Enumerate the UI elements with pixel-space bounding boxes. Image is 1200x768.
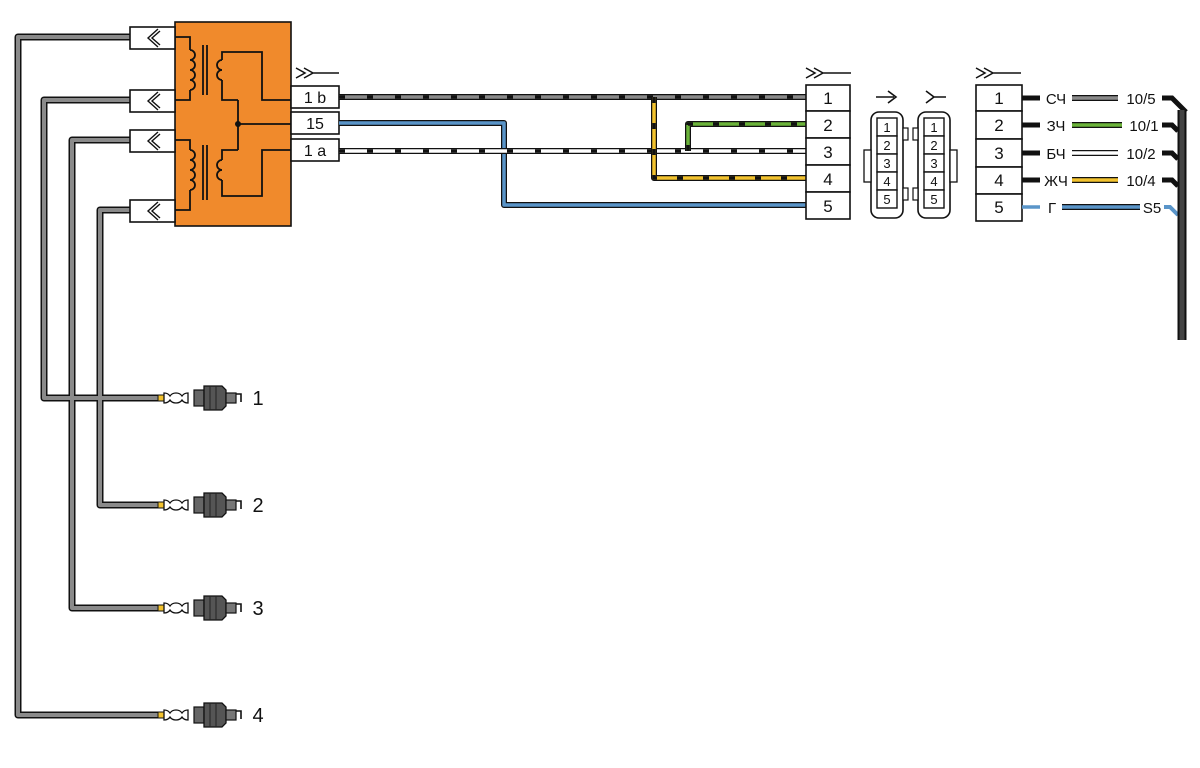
wire-color-labels: СЧ ЗЧ БЧ ЖЧ Г	[1044, 91, 1068, 217]
wire-color-label: ЗЧ	[1047, 118, 1066, 135]
lv-wires	[339, 94, 806, 208]
spark-plug-label: 3	[252, 598, 263, 620]
spark-plug-1	[157, 385, 242, 411]
coil-pin-15: 15	[306, 116, 324, 133]
coil-pin-1b: 1 b	[304, 90, 326, 107]
plug-female-pin-5: 5	[930, 192, 937, 207]
plug-male-pin-5: 5	[883, 192, 890, 207]
plug-female-pin-2: 2	[930, 138, 937, 153]
connector-b: 1 2 3 4 5	[975, 67, 1023, 222]
connector-arrow-icon	[975, 67, 1021, 79]
hv-leads-fill	[16, 35, 162, 717]
wire-destination-label: 10/1	[1129, 118, 1158, 135]
plug-male-pin-1: 1	[883, 120, 890, 135]
plug-male-pin-4: 4	[883, 174, 890, 189]
connector-b-pin-3: 3	[994, 144, 1003, 163]
connector-b-pin-2: 2	[994, 116, 1003, 135]
connector-a: 1 2 3 4 5	[805, 67, 851, 220]
spark-plug-label: 1	[252, 388, 263, 410]
wire-destination-label: 10/5	[1126, 91, 1155, 108]
coil-pin-1a: 1 a	[304, 143, 326, 160]
wire-color-label: БЧ	[1046, 146, 1065, 163]
spark-plug-label: 4	[252, 705, 263, 727]
spark-plug-2	[157, 492, 242, 518]
coil-connector: 1 b 15 1 a	[290, 67, 340, 162]
arrow-right-icon	[876, 90, 898, 104]
plug-female-pin-3: 3	[930, 156, 937, 171]
plug-female-pin-1: 1	[930, 120, 937, 135]
spark-plug-label: 2	[252, 495, 263, 517]
connector-b-pin-5: 5	[994, 198, 1003, 217]
wire-color-label: Г	[1048, 200, 1056, 217]
connector-a-pin-2: 2	[823, 116, 832, 135]
connector-b-pin-1: 1	[994, 89, 1003, 108]
wire-color-label: СЧ	[1046, 91, 1066, 108]
connector-arrow-icon	[295, 67, 339, 79]
connector-a-pin-4: 4	[823, 170, 832, 189]
wire-destination-labels: 10/5 10/1 10/2 10/4 S5	[1126, 91, 1161, 217]
connector-arrow-icon	[805, 67, 851, 79]
coil-hv-terminals	[129, 26, 176, 223]
spark-plug-3	[157, 595, 242, 621]
connector-a-pin-3: 3	[823, 143, 832, 162]
connector-b-pin-4: 4	[994, 171, 1003, 190]
spark-plug-4	[157, 702, 242, 728]
plug-male: 1 2 3 4 5	[863, 90, 909, 219]
connector-a-pin-5: 5	[823, 197, 832, 216]
plug-male-pin-3: 3	[883, 156, 890, 171]
socket-icon	[925, 90, 946, 104]
wire-color-label: ЖЧ	[1044, 173, 1068, 190]
wire-destination-label: 10/4	[1126, 173, 1155, 190]
wire-destination-label: S5	[1143, 200, 1161, 217]
ignition-coil	[129, 21, 292, 227]
plug-female: 1 2 3 4 5	[912, 90, 958, 219]
plug-female-pin-4: 4	[930, 174, 937, 189]
plug-male-pin-2: 2	[883, 138, 890, 153]
wire-destination-label: 10/2	[1126, 146, 1155, 163]
connector-a-pin-1: 1	[823, 89, 832, 108]
harness-wires	[1022, 95, 1188, 340]
